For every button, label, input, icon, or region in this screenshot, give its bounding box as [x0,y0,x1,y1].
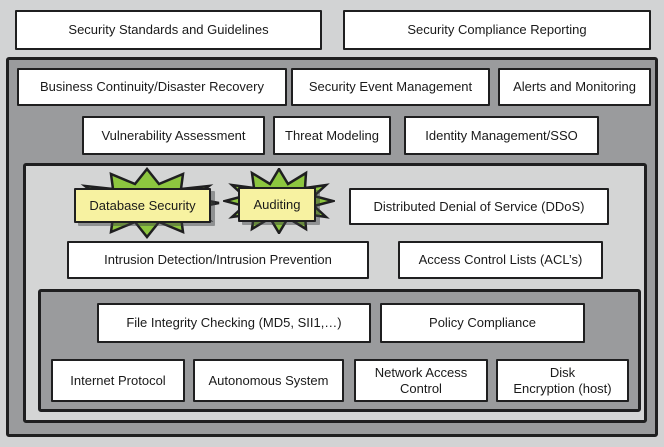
box-identity-management-sso: Identity Management/SSO [404,116,599,155]
box-database-security: Database Security [74,188,211,223]
box-network-access-control: Network Access Control [354,359,488,402]
box-auditing: Auditing [238,187,316,222]
box-alerts-and-monitoring: Alerts and Monitoring [498,68,651,106]
box-security-standards-and-guidelines: Security Standards and Guidelines [15,10,322,50]
box-disk-encryption-host: Disk Encryption (host) [496,359,629,402]
box-internet-protocol: Internet Protocol [51,359,185,402]
box-intrusion-detection-prevention: Intrusion Detection/Intrusion Prevention [67,241,369,279]
box-security-event-management: Security Event Management [291,68,490,106]
box-policy-compliance: Policy Compliance [380,303,585,343]
host-security-panel: File Integrity Checking (MD5, SII1,…) Po… [38,289,641,412]
box-access-control-lists: Access Control Lists (ACL’s) [398,241,603,279]
network-security-panel: Database Security Auditing Distributed D… [23,163,647,423]
box-distributed-denial-of-service: Distributed Denial of Service (DDoS) [349,188,609,225]
outer-security-panel: Business Continuity/Disaster Recovery Se… [6,57,658,437]
box-vulnerability-assessment: Vulnerability Assessment [82,116,265,155]
box-security-compliance-reporting: Security Compliance Reporting [343,10,651,50]
box-file-integrity-checking: File Integrity Checking (MD5, SII1,…) [97,303,371,343]
box-autonomous-system: Autonomous System [193,359,344,402]
box-business-continuity-disaster-recovery: Business Continuity/Disaster Recovery [17,68,287,106]
box-threat-modeling: Threat Modeling [273,116,391,155]
